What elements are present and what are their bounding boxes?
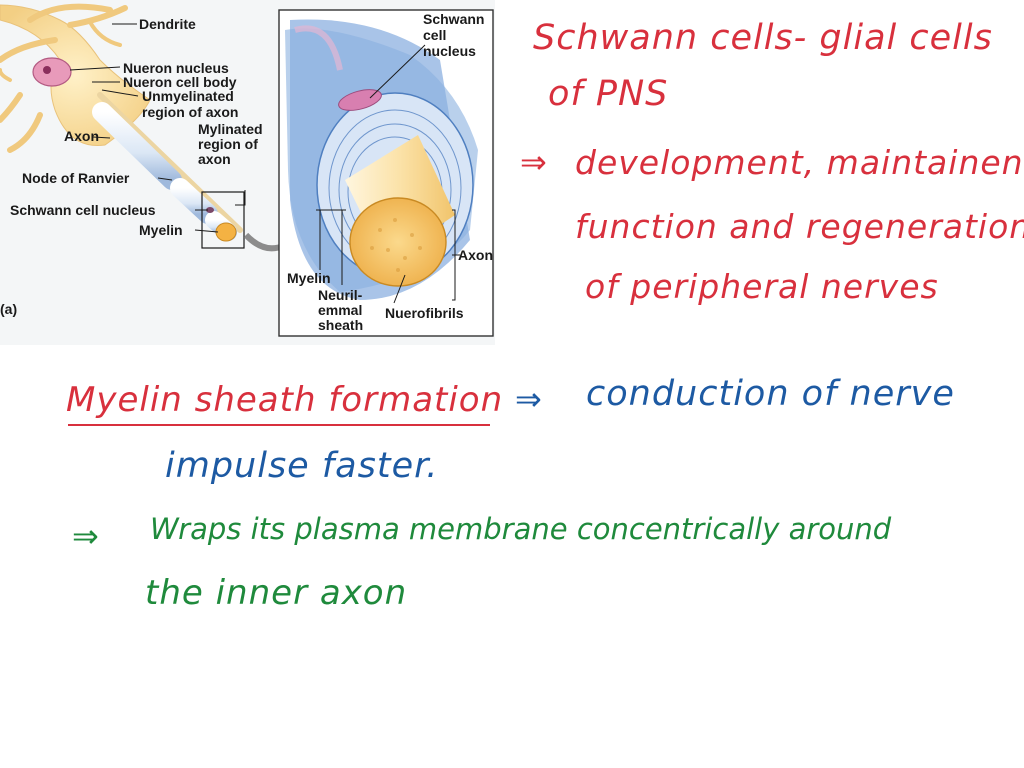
label-schwann-zoom-line1: Schwann xyxy=(423,11,484,27)
label-schwann-zoom-line3: nucleus xyxy=(423,43,476,59)
label-neuron-cell-body: Nueron cell body xyxy=(123,74,237,90)
note-development-line3: of peripheral nerves xyxy=(585,267,939,306)
note-development-line1: development, maintainence xyxy=(575,143,1024,182)
neuron-myelin-figure: Dendrite Nueron nucleus Nueron cell body… xyxy=(0,0,495,345)
inset-panel xyxy=(278,9,494,337)
note-conduction-line2: impulse faster. xyxy=(165,446,439,486)
note-wraps-line1: Wraps its plasma membrane concentrically… xyxy=(150,512,892,546)
label-neuron-nucleus: Nueron nucleus xyxy=(123,60,229,76)
note-schwann-cells-line2: of PNS xyxy=(548,74,669,114)
label-unmyelinated-line2: region of axon xyxy=(142,104,238,120)
axon-cross-section xyxy=(349,197,447,287)
label-mylinated-line1: Mylinated xyxy=(198,121,263,137)
label-dendrite: Dendrite xyxy=(139,16,196,32)
label-axon-zoom: Axon xyxy=(458,247,493,263)
label-mylinated-line3: axon xyxy=(198,151,231,167)
leader-lines xyxy=(69,23,460,304)
note-schwann-cells-line1: Schwann cells- glial cells xyxy=(533,18,993,58)
label-neurilemma-line2: emmal xyxy=(318,302,362,318)
label-schwann-zoom-line2: cell xyxy=(423,27,446,43)
label-axon-left: Axon xyxy=(64,128,99,144)
label-schwann-cell-nucleus: Schwann cell nucleus xyxy=(10,202,156,218)
label-mylinated-line2: region of xyxy=(198,136,258,152)
label-neurofibrils: Nuerofibrils xyxy=(385,305,464,321)
label-unmyelinated-line1: Unmyelinated xyxy=(142,88,234,104)
note-development-line2: function and regeneration xyxy=(575,207,1024,246)
panel-label: (a) xyxy=(0,301,17,317)
myelin-title-underline xyxy=(68,424,490,426)
label-neurilemma-line3: sheath xyxy=(318,317,363,333)
note-development-arrow: ⇒ xyxy=(520,143,548,181)
label-myelin-zoom: Myelin xyxy=(287,270,331,286)
note-wraps-line2: the inner axon xyxy=(145,573,408,613)
note-conduction-line1: conduction of nerve xyxy=(586,374,955,414)
label-myelin-left: Myelin xyxy=(139,222,183,238)
nucleus-shape xyxy=(32,57,72,87)
note-myelin-sheath-formation: Myelin sheath formation xyxy=(66,380,504,420)
label-neurilemma-line1: Neuril- xyxy=(318,287,363,303)
note-wraps-arrow: ⇒ xyxy=(72,517,100,555)
label-node-of-ranvier: Node of Ranvier xyxy=(22,170,130,186)
note-conduction-arrow: ⇒ xyxy=(515,380,543,418)
zoom-box xyxy=(201,191,245,249)
